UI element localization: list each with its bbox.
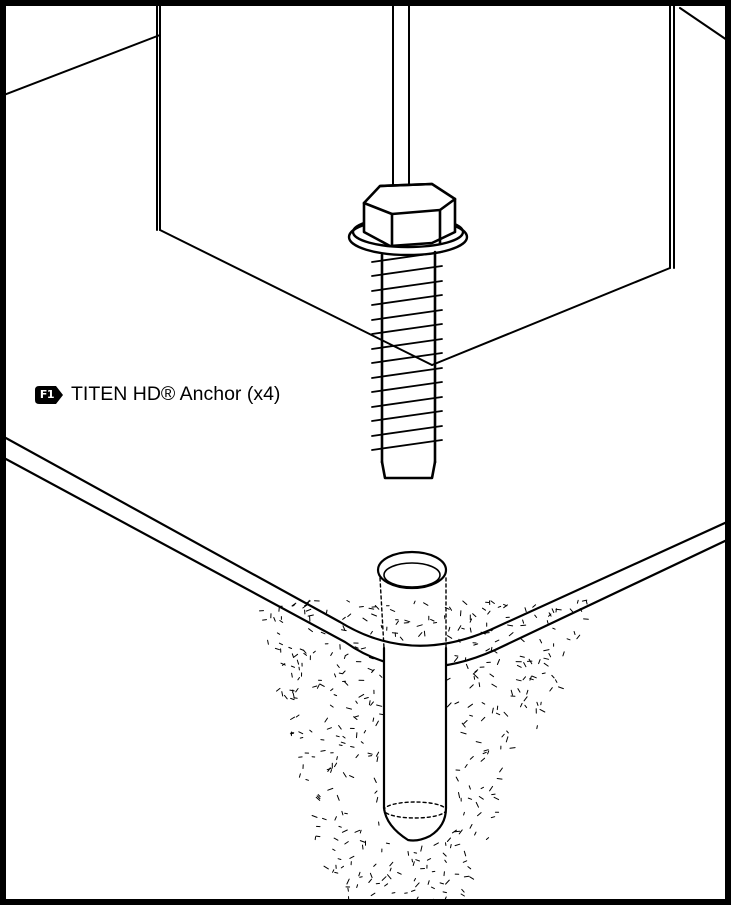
callout-badge-label: F1 (39, 387, 55, 401)
drill-rod (392, 4, 410, 191)
base-plate-edge (4, 435, 727, 669)
hex-head (362, 182, 457, 248)
post-outline (4, 4, 727, 366)
drilled-hole (376, 550, 448, 842)
concrete-speckle (259, 599, 589, 901)
anchor-callout: F1 TITEN HD® Anchor (x4) (34, 383, 285, 406)
arrow-tag-icon: F1 (34, 385, 64, 405)
thread-lines (371, 251, 443, 451)
callout-label: TITEN HD® Anchor (x4) (71, 383, 281, 405)
